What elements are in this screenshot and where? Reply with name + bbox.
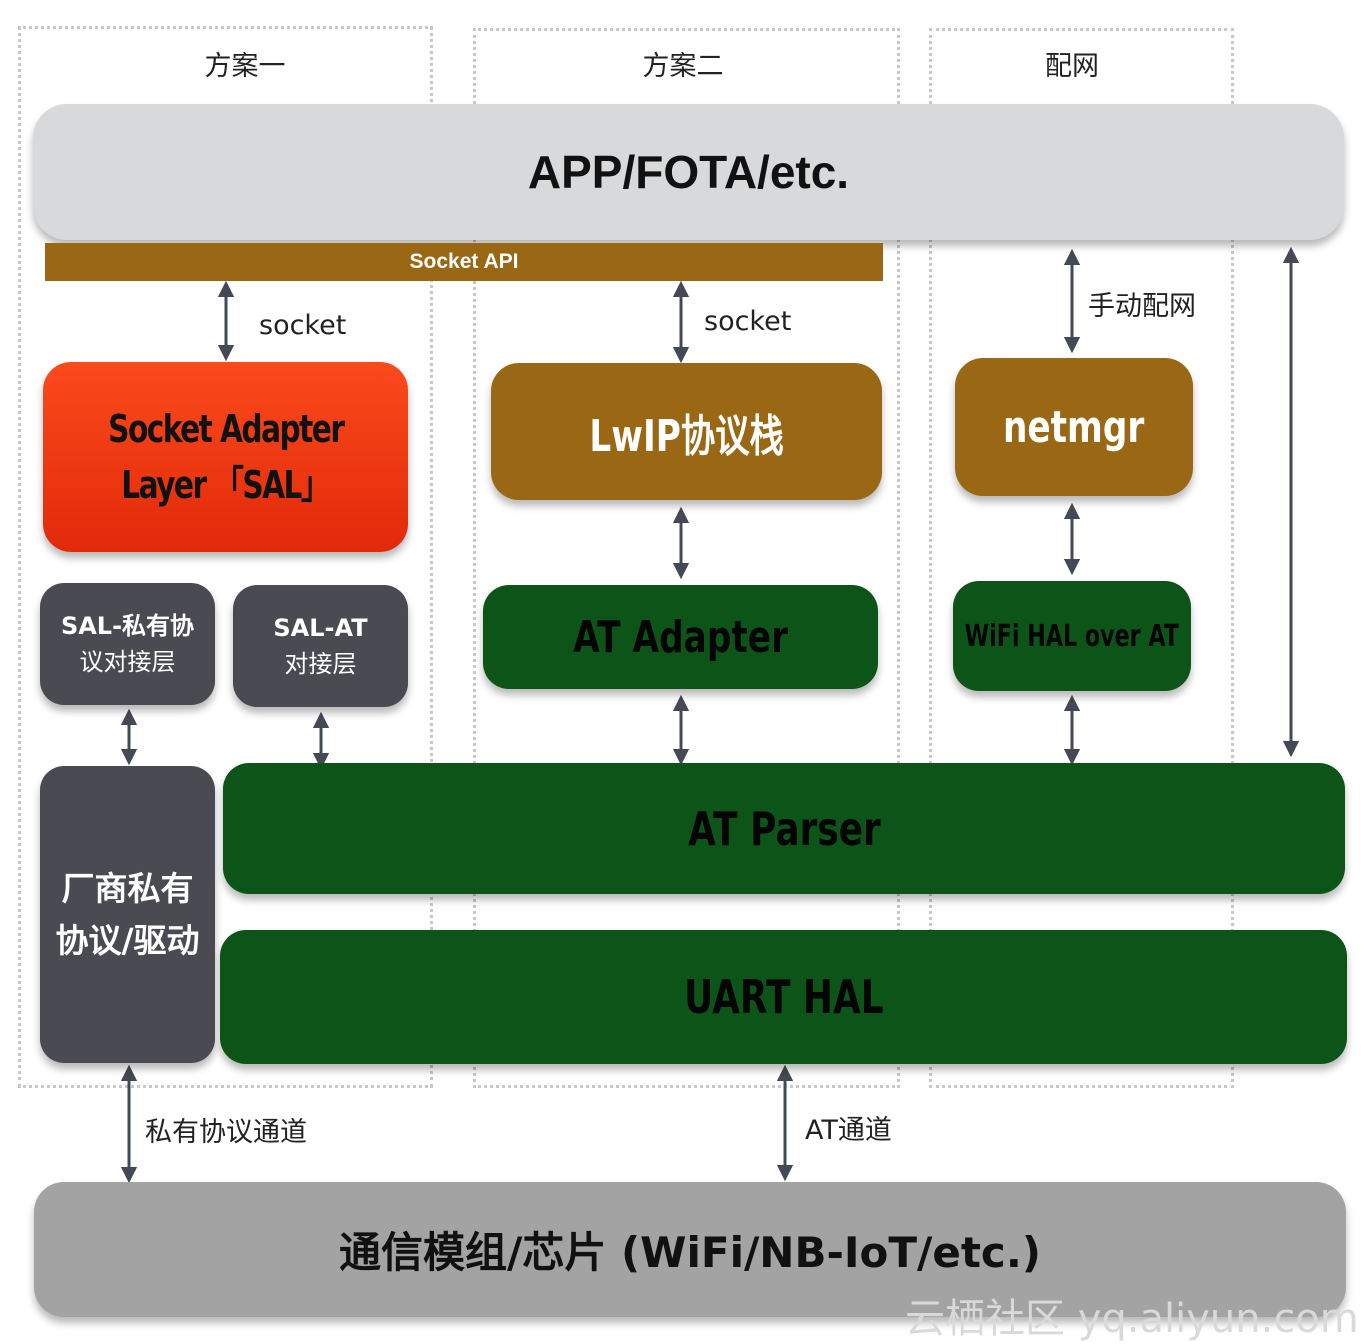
wifi-hal-box: WiFi HAL over AT (953, 581, 1191, 691)
sal-private-box: SAL-私有协 议对接层 (40, 583, 215, 705)
at-adapter-box: AT Adapter (483, 585, 878, 689)
at-parser-box: AT Parser (223, 763, 1345, 894)
sal-line1: Socket Adapter (107, 407, 345, 451)
sal-box: Socket Adapter Layer 「SAL」 (43, 362, 408, 552)
vendor-driver-box: 厂商私有 协议/驱动 (40, 766, 215, 1063)
socket-label-left: socket (259, 310, 347, 341)
private-channel-label: 私有协议通道 (145, 1117, 307, 1148)
lwip-box: LwIP协议栈 (491, 363, 882, 500)
at-channel-label: AT通道 (805, 1115, 892, 1146)
chip-bar: 通信模组/芯片 (WiFi/NB-IoT/etc.) (34, 1182, 1346, 1317)
chip-label: 通信模组/芯片 (WiFi/NB-IoT/etc.) (339, 1228, 1041, 1277)
group-title-scheme2: 方案二 (642, 51, 724, 82)
socket-api-bar: Socket API (45, 243, 883, 281)
manual-netconfig-label: 手动配网 (1088, 291, 1196, 322)
socket-api-label: Socket API (409, 250, 519, 273)
group-scheme1-box (18, 26, 433, 1088)
sal-at-line2: 对接层 (284, 650, 357, 678)
sal-line2: Layer 「SAL」 (121, 463, 331, 507)
netmgr-box: netmgr (955, 358, 1193, 496)
app-bar: APP/FOTA/etc. (33, 104, 1344, 240)
group-netconfig-box (929, 28, 1234, 1088)
socket-label-mid: socket (704, 306, 792, 337)
group-title-scheme1: 方案一 (204, 51, 286, 82)
watermark: 云栖社区 yq.aliyun.com (905, 1296, 1359, 1342)
group-title-netconfig: 配网 (1045, 51, 1099, 82)
uart-hal-box: UART HAL (220, 930, 1347, 1064)
app-bar-label: APP/FOTA/etc. (527, 146, 850, 198)
group-scheme2-box (473, 28, 900, 1088)
sal-private-line2: 议对接层 (79, 648, 176, 676)
vendor-line1: 厂商私有 (61, 868, 194, 908)
vendor-line2: 协议/驱动 (55, 920, 200, 960)
sal-at-line1: SAL-AT (273, 614, 368, 642)
sal-at-box: SAL-AT 对接层 (233, 585, 408, 707)
sal-private-line1: SAL-私有协 (60, 612, 195, 640)
